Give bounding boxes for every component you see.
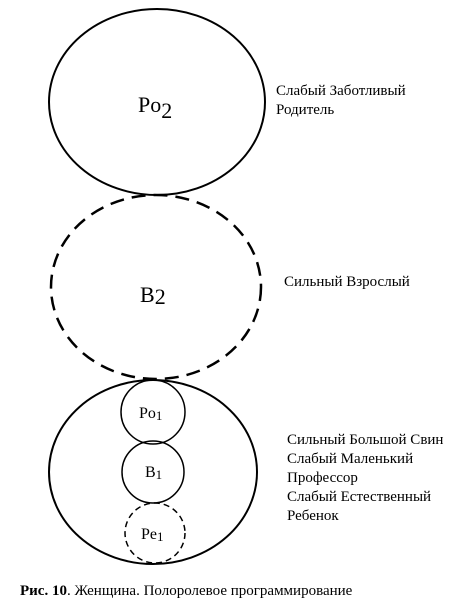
- inner-adult-circle: [121, 440, 185, 504]
- inner-child-symbol: Pe1: [141, 526, 164, 544]
- child-ego-label: Сильный Большой Свин Слабый Маленький Пр…: [287, 431, 443, 526]
- inner-parent-symbol: Po1: [139, 405, 162, 423]
- adult-ego-label: Сильный Взрослый: [284, 273, 410, 292]
- child-ego-label-line: Слабый Маленький: [287, 451, 414, 467]
- inner-parent-circle: [120, 379, 186, 445]
- adult-ego-label-line: Сильный Взрослый: [284, 274, 410, 290]
- child-ego-label-line: Слабый Естественный: [287, 489, 432, 505]
- figure-caption-text: . Женщина. Полоролевое программирование: [66, 583, 353, 599]
- child-ego-label-line: Сильный Большой Свин: [287, 432, 444, 448]
- parent-ego-symbol: Po2: [138, 92, 172, 123]
- parent-ego-label-line: Слабый Заботливый: [276, 83, 406, 99]
- figure-caption: Рис. 10. Женщина. Полоролевое программир…: [20, 583, 352, 600]
- child-ego-label-line: Ребенок: [287, 508, 339, 524]
- inner-adult-symbol: B1: [145, 464, 162, 482]
- inner-child-circle: [124, 502, 186, 564]
- adult-ego-circle: [49, 193, 263, 381]
- parent-ego-label-line: Родитель: [276, 102, 335, 118]
- child-ego-label-line: Профессор: [287, 470, 358, 486]
- parent-ego-label: Слабый Заботливый Родитель: [276, 82, 406, 120]
- figure-number: Рис. 10: [20, 583, 67, 599]
- adult-ego-symbol: B2: [140, 282, 166, 309]
